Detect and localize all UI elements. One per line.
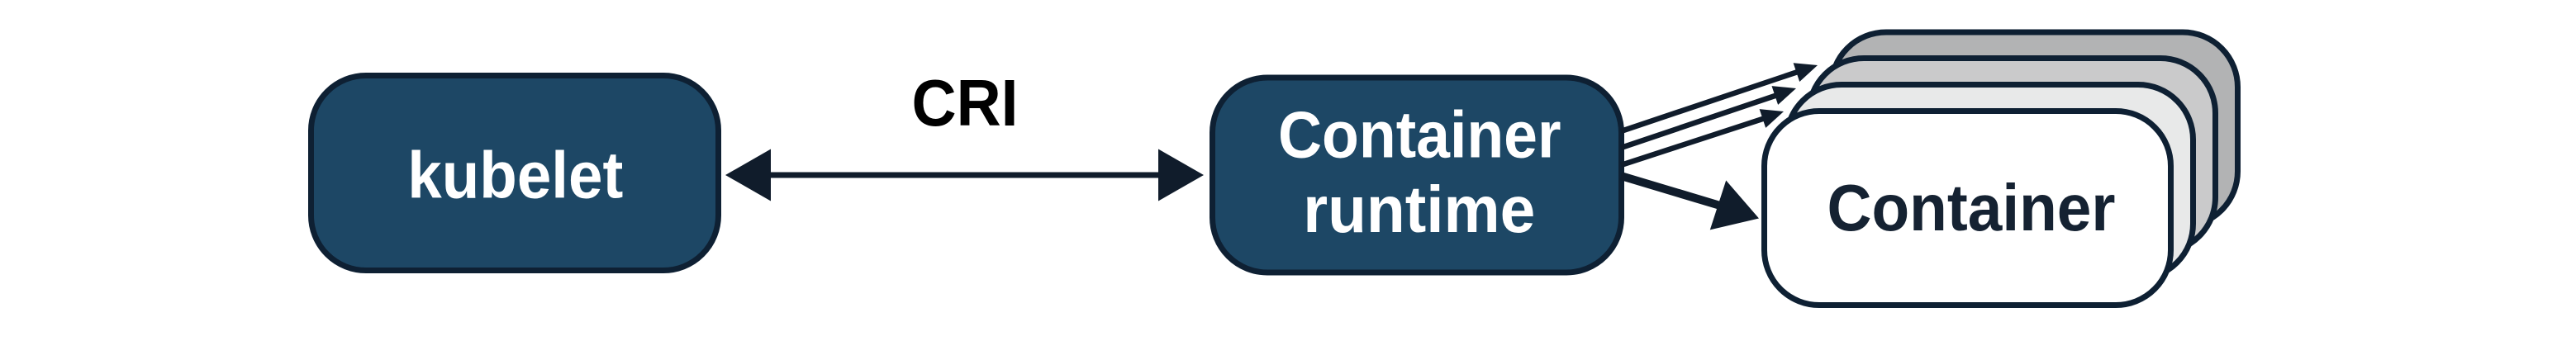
svg-text:CRI: CRI <box>912 66 1019 140</box>
svg-text:Container: Container <box>1827 171 2116 244</box>
svg-text:kubelet: kubelet <box>407 139 623 212</box>
svg-text:Container: Container <box>1278 97 1561 171</box>
svg-text:runtime: runtime <box>1303 173 1535 246</box>
